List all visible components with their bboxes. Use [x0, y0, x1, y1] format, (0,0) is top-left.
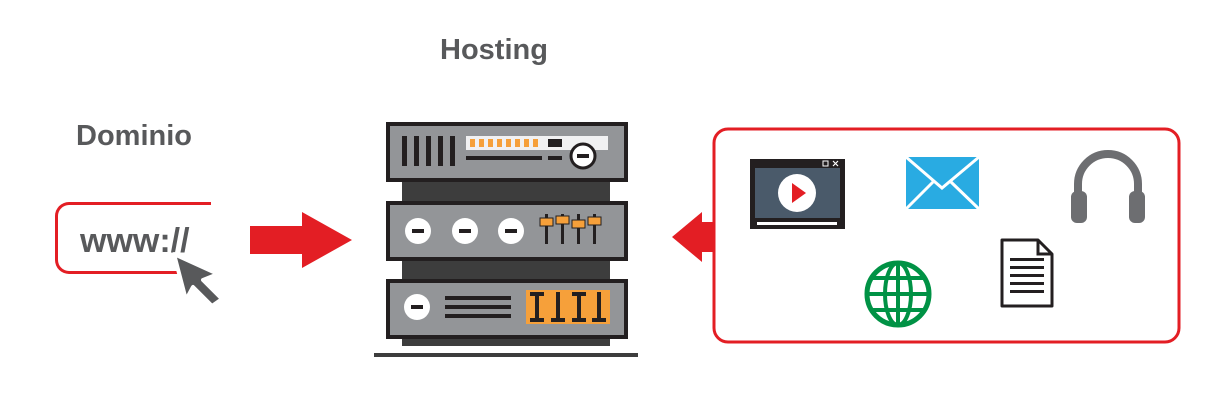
arrow-right — [250, 212, 352, 268]
hosting-title: Hosting — [440, 34, 548, 66]
arrow-left — [672, 212, 714, 262]
server-unit-3 — [386, 279, 628, 339]
server-unit-1 — [386, 122, 628, 182]
video-player-icon — [750, 159, 845, 229]
globe-icon — [864, 260, 932, 328]
headphones-icon — [1071, 150, 1145, 223]
mail-icon — [904, 155, 981, 211]
cursor-arrow-icon — [172, 252, 224, 308]
document-icon — [1000, 238, 1054, 308]
server-rack — [374, 122, 638, 357]
server-unit-2 — [386, 201, 628, 261]
url-text: www:// — [80, 222, 190, 260]
content-box — [712, 127, 1181, 344]
dominio-title: Dominio — [76, 120, 192, 152]
